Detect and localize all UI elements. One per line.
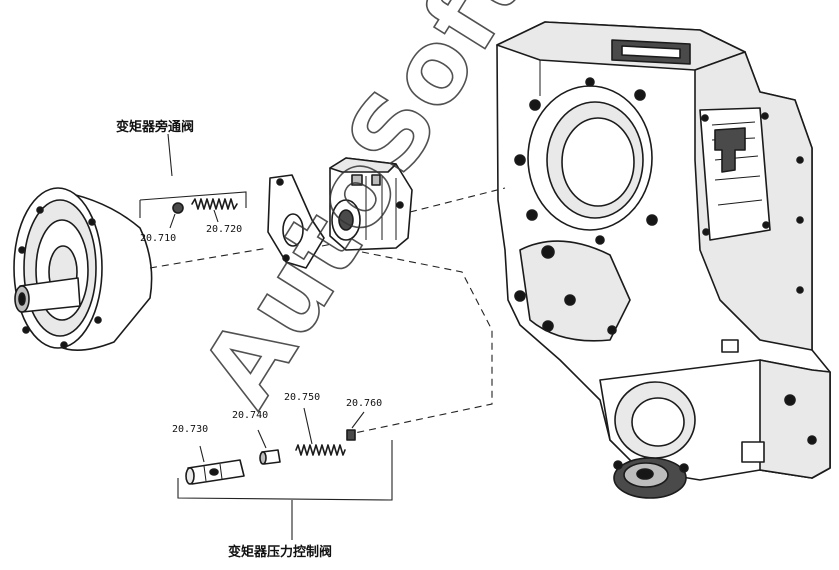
pressure-valve-caption: 变矩器压力控制阀 xyxy=(228,544,332,560)
piston-20740 xyxy=(259,449,281,465)
part-number-20730: 20.730 xyxy=(172,424,208,435)
part-number-20740: 20.740 xyxy=(232,410,268,421)
valve-body xyxy=(329,157,413,251)
part-number-20720: 20.720 xyxy=(206,224,242,235)
part-number-20760: 20.760 xyxy=(346,398,382,409)
pressure-valve-group xyxy=(177,407,393,540)
bypass-valve-caption: 变矩器旁通阀 xyxy=(116,119,194,135)
spool-20730 xyxy=(185,459,245,485)
spring-20720 xyxy=(191,198,238,210)
autosoft-watermark: AutoSoft xyxy=(179,0,550,425)
assembly-lines xyxy=(149,187,506,435)
part-number-20750: 20.750 xyxy=(284,392,320,403)
bypass-valve-group xyxy=(139,133,247,229)
transmission-housing xyxy=(496,21,831,499)
spring-20750 xyxy=(295,444,346,456)
gasket xyxy=(267,174,325,269)
ball-20710 xyxy=(172,202,184,214)
converter-cover xyxy=(13,187,153,351)
plug-20760 xyxy=(346,429,356,441)
part-number-20710: 20.710 xyxy=(140,233,176,244)
